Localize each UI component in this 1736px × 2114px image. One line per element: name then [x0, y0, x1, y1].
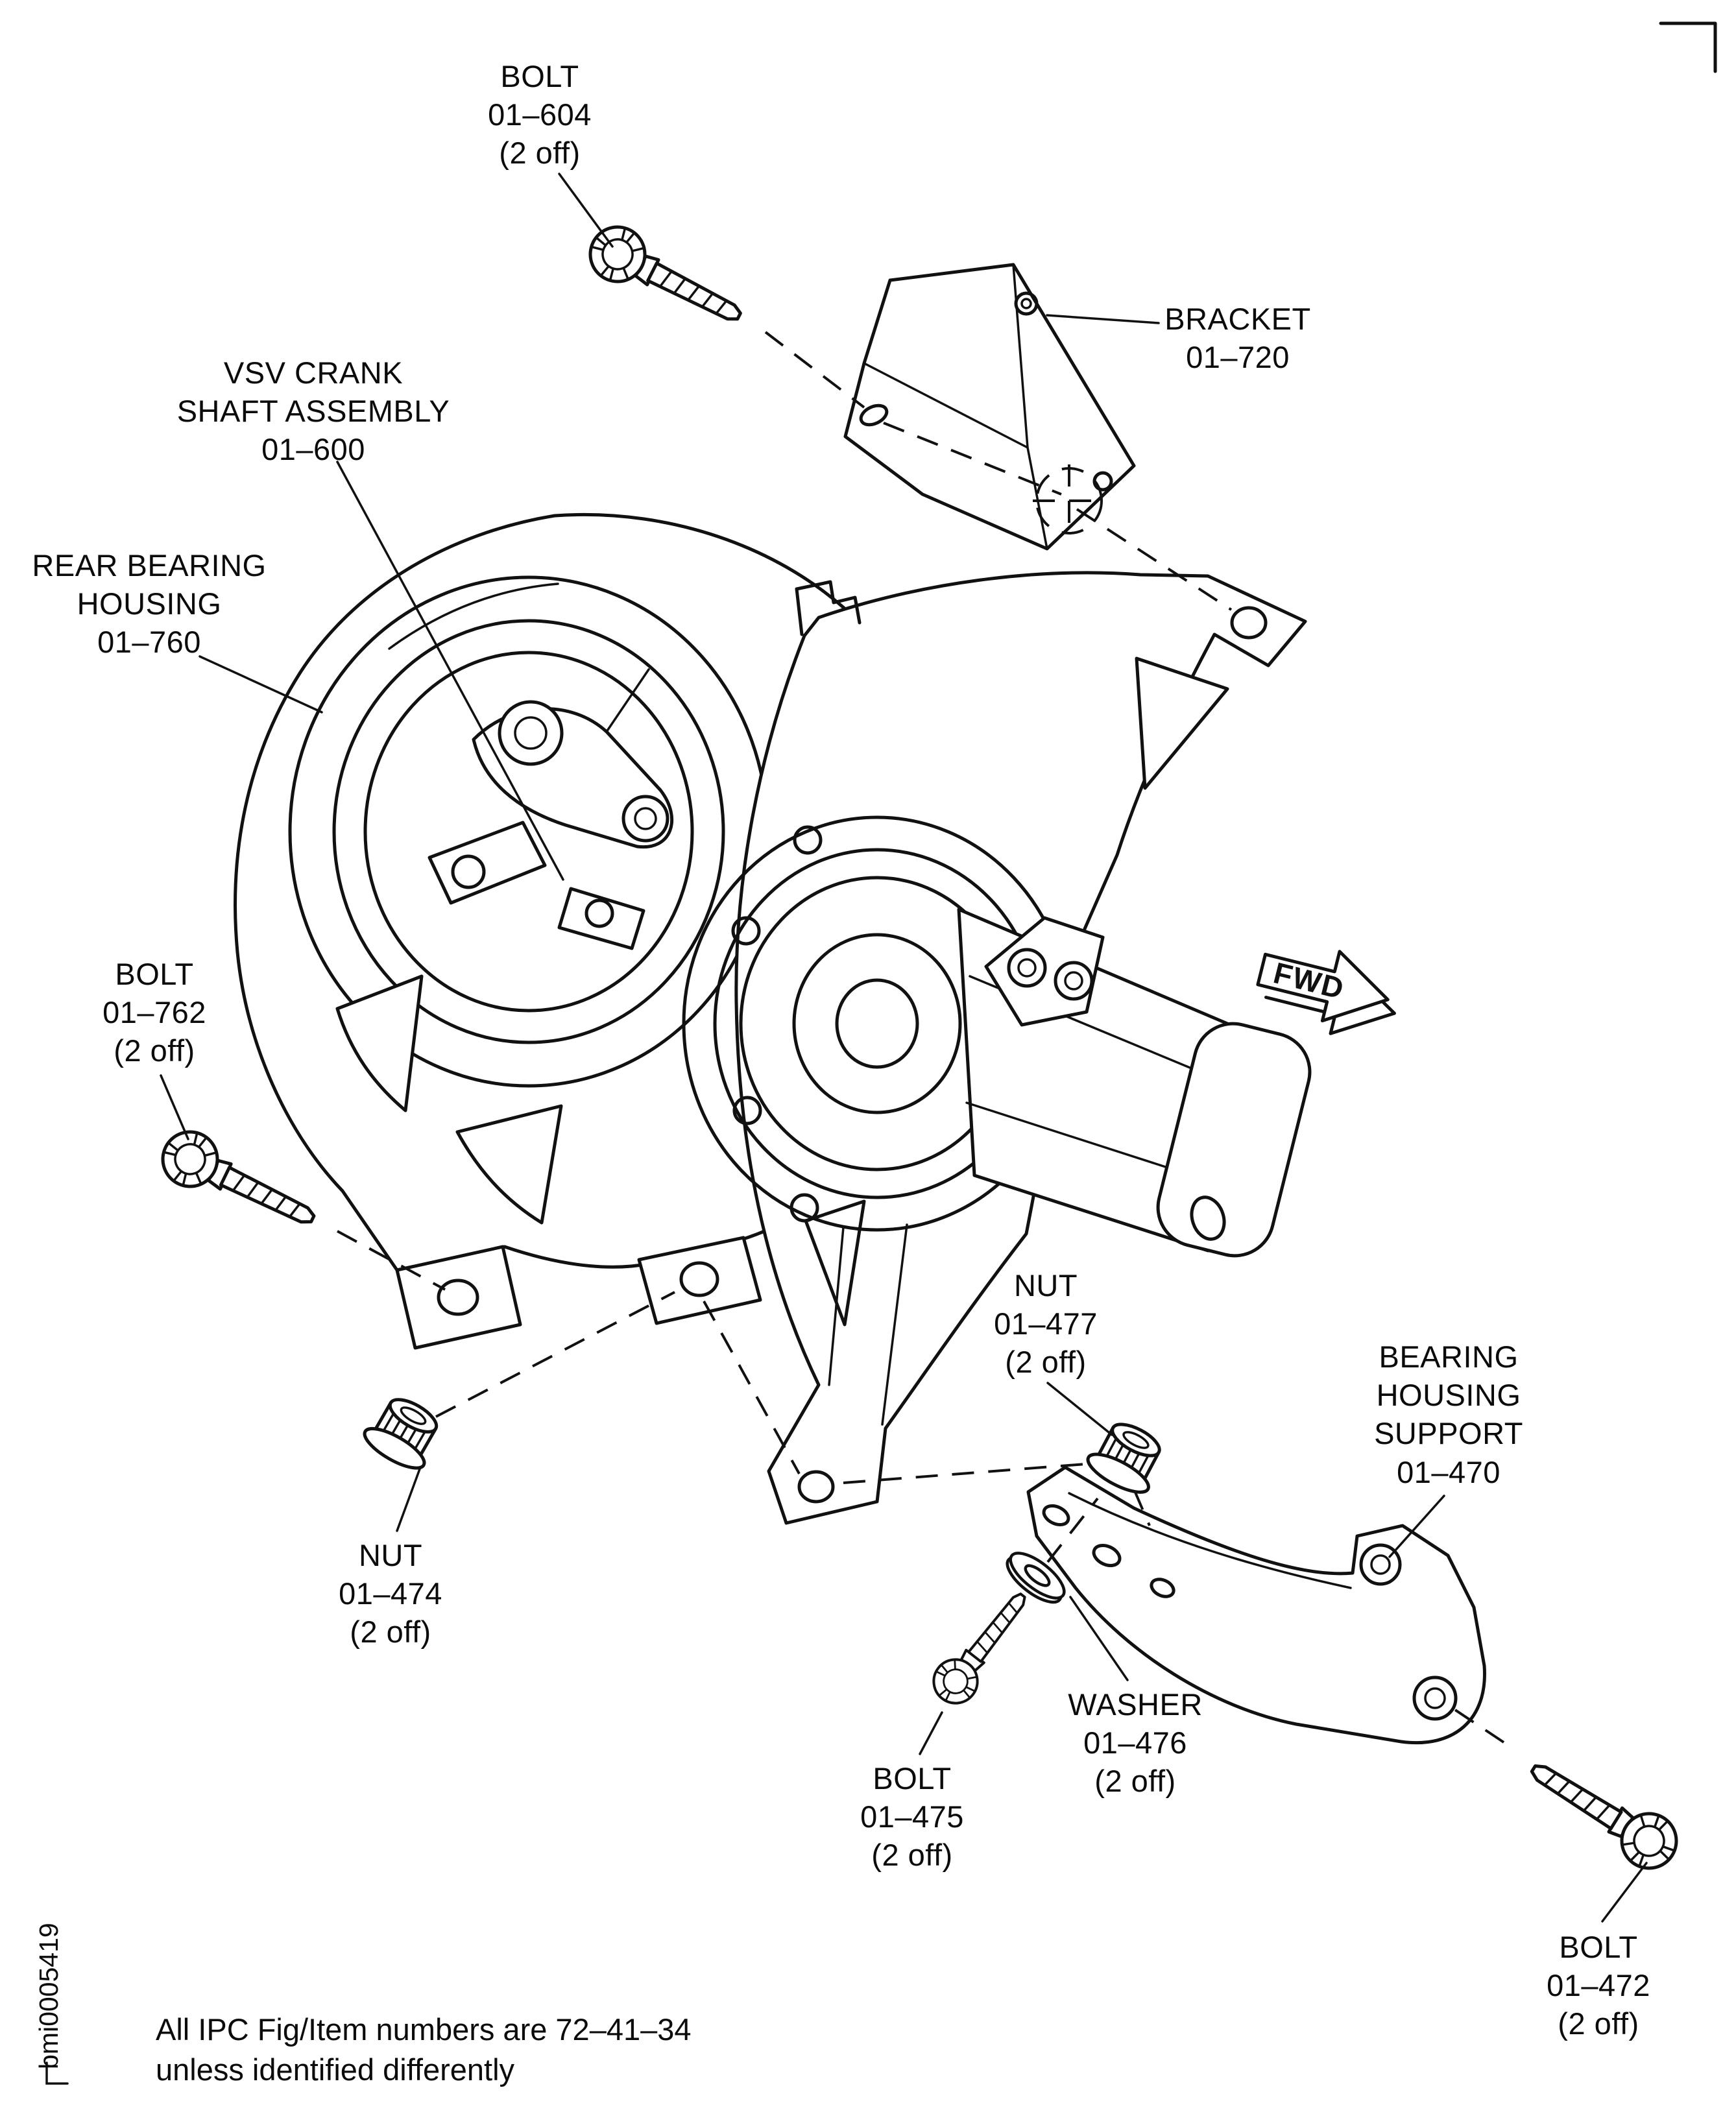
ipc-note-line2: unless identified differently — [156, 2052, 515, 2087]
label-nut-474: NUT 01–474 (2 off) — [339, 1536, 442, 1652]
label-vsv-crank-shaft-assembly-600: VSV CRANK SHAFT ASSEMBLY 01–600 — [177, 354, 450, 469]
center-line — [703, 1301, 801, 1474]
part-name: SUPPORT — [1374, 1416, 1523, 1451]
center-line — [883, 422, 1062, 496]
part-name: SHAFT ASSEMBLY — [176, 394, 450, 429]
vsv-crank-shaft-assembly-drawing — [428, 668, 673, 950]
center-line — [337, 1230, 446, 1291]
label-bearing-housing-support-470: BEARING HOUSING SUPPORT 01–470 — [1374, 1338, 1523, 1491]
label-washer-476: WASHER 01–476 (2 off) — [1068, 1685, 1203, 1801]
part-qty: (2 off) — [350, 1615, 431, 1650]
part-name: VSV CRANK — [223, 355, 404, 390]
part-number: 01–470 — [1397, 1454, 1501, 1489]
page-corner-mark — [1659, 21, 1717, 73]
part-number: 01–474 — [339, 1576, 442, 1611]
center-line — [1452, 1707, 1505, 1744]
figure-doc-id: bmi0005419 — [34, 1923, 64, 2069]
part-number: 01–762 — [102, 995, 206, 1030]
part-number: 01–475 — [860, 1799, 964, 1834]
doc-corner-mark — [45, 2061, 69, 2085]
part-qty: (2 off) — [499, 136, 581, 171]
part-qty: (2 off) — [1094, 1764, 1176, 1799]
part-name: WASHER — [1068, 1687, 1203, 1722]
part-name: BRACKET — [1164, 302, 1311, 336]
bracket-phantom-hole — [1033, 464, 1105, 537]
part-name: REAR BEARING — [32, 548, 267, 583]
part-name: BOLT — [1559, 1930, 1638, 1964]
part-name: HOUSING — [1376, 1378, 1521, 1413]
part-name: NUT — [358, 1538, 423, 1572]
part-name: HOUSING — [77, 586, 222, 621]
label-bolt-475: BOLT 01–475 (2 off) — [860, 1759, 964, 1875]
center-line — [1076, 508, 1233, 611]
center-line — [1133, 1489, 1151, 1526]
leader-line — [396, 1466, 422, 1532]
part-number: 01–760 — [97, 625, 201, 660]
label-bolt-472: BOLT 01–472 (2 off) — [1547, 1928, 1650, 2043]
center-line — [435, 1291, 675, 1418]
label-bracket-720: BRACKET 01–720 — [1164, 300, 1311, 376]
bolt-475-drawing — [925, 1582, 1040, 1712]
leader-line — [1046, 314, 1160, 324]
part-number: 01–472 — [1547, 1968, 1650, 2003]
part-number: 01–720 — [1186, 340, 1290, 375]
part-qty: (2 off) — [114, 1033, 195, 1068]
leader-line — [1046, 1382, 1113, 1436]
part-name: BOLT — [500, 59, 579, 93]
bearing-housing-support-drawing — [1026, 1465, 1486, 1744]
bolt-762-drawing — [154, 1123, 324, 1243]
part-number: 01–477 — [994, 1306, 1098, 1341]
bolt-472-drawing — [1519, 1746, 1687, 1879]
nut-474-drawing — [359, 1389, 448, 1476]
center-line — [1046, 1497, 1099, 1563]
leader-line — [1069, 1596, 1129, 1681]
part-number: 01–604 — [488, 97, 592, 132]
leader-line — [919, 1711, 943, 1755]
leader-line — [199, 655, 323, 714]
part-name: NUT — [1013, 1268, 1078, 1303]
ipc-note-line1: All IPC Fig/Item numbers are 72–41–34 — [156, 2012, 692, 2047]
part-number: 01–600 — [261, 432, 365, 467]
label-bolt-604: BOLT 01–604 (2 off) — [488, 57, 592, 173]
center-line — [843, 1462, 1094, 1484]
bolt-604-drawing — [581, 218, 752, 341]
label-nut-477: NUT 01–477 (2 off) — [994, 1266, 1098, 1382]
part-qty: (2 off) — [1558, 2006, 1639, 2041]
leader-line — [1388, 1495, 1445, 1558]
ipc-note: All IPC Fig/Item numbers are 72–41–34 un… — [156, 2010, 692, 2090]
leader-line — [160, 1074, 189, 1140]
part-qty: (2 off) — [871, 1838, 953, 1873]
leader-line — [558, 173, 614, 248]
part-name: BEARING — [1379, 1339, 1519, 1374]
part-name: BOLT — [873, 1761, 952, 1796]
leader-lines — [160, 173, 1648, 1923]
center-line — [764, 331, 865, 409]
leader-line — [336, 461, 564, 881]
part-name: BOLT — [115, 957, 194, 991]
shaft-cylinder-drawing — [957, 907, 1312, 1258]
label-bolt-762: BOLT 01–762 (2 off) — [102, 955, 206, 1070]
part-qty: (2 off) — [1005, 1345, 1087, 1380]
leader-line — [1601, 1862, 1648, 1923]
bracket-drawing — [843, 263, 1136, 551]
center-lines — [337, 331, 1505, 1744]
part-number: 01–476 — [1083, 1725, 1187, 1760]
fwd-arrow: FWD — [1256, 950, 1396, 1035]
label-rear-bearing-housing-760: REAR BEARING HOUSING 01–760 — [32, 546, 266, 662]
